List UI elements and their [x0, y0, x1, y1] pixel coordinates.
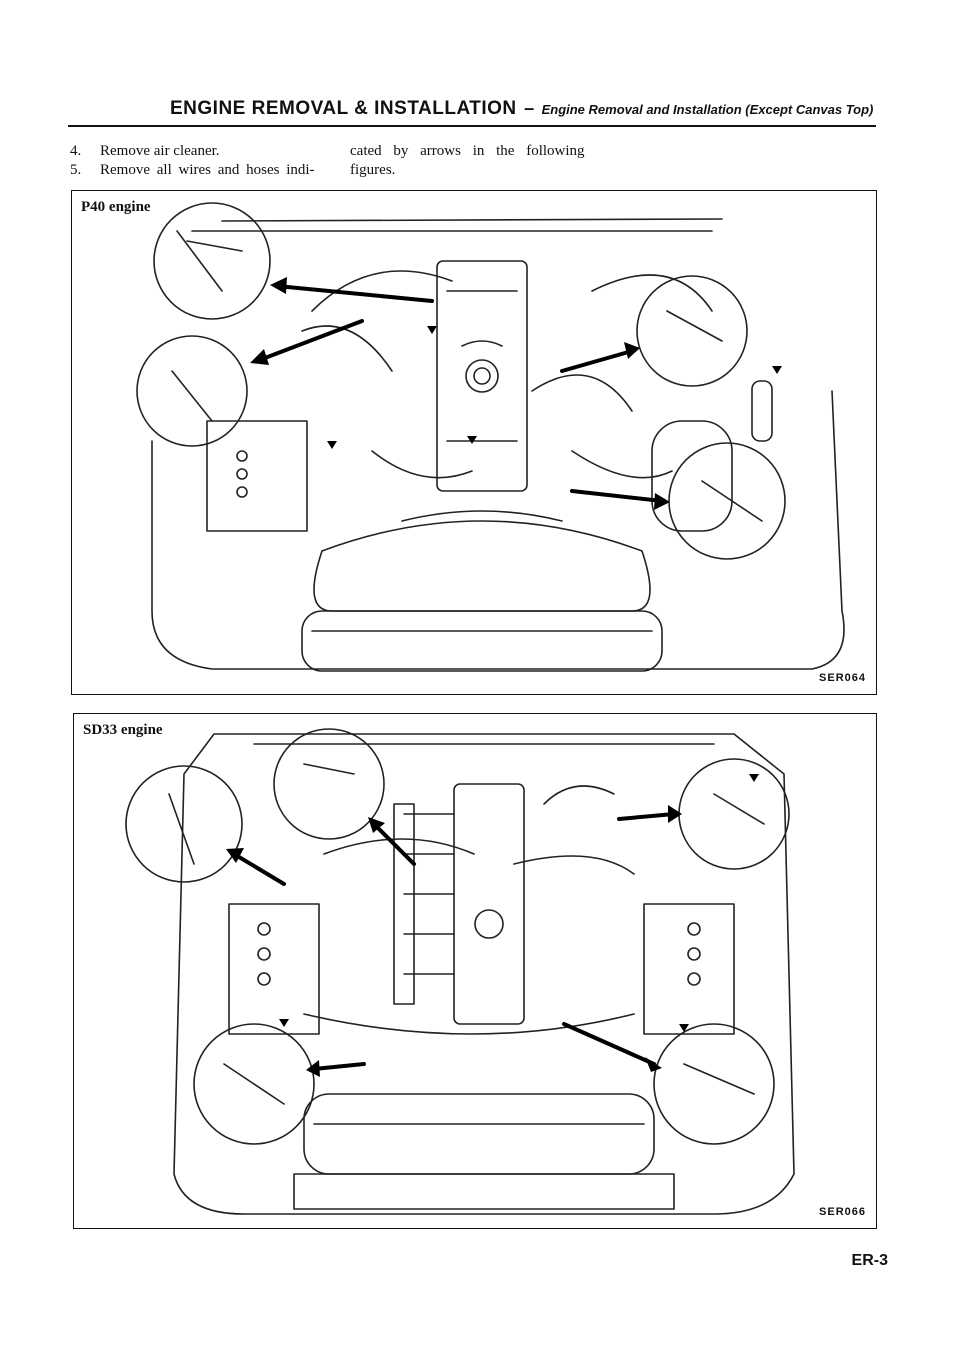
page-number: ER-3	[851, 1252, 888, 1269]
figure-p40-engine: P40 engine SER064	[71, 190, 877, 695]
title-separator: –	[524, 98, 535, 118]
step-5-text: Remove all wires and hoses indi-	[100, 162, 315, 178]
step-5-continued-1: cated by arrows in the following	[350, 143, 585, 159]
figure-label: P40 engine	[78, 199, 154, 216]
figure-label: SD33 engine	[80, 722, 166, 739]
step-5-continued-2: figures.	[350, 162, 396, 178]
step-5: 5. Remove all wires and hoses indi-	[70, 162, 315, 179]
header-rule	[68, 125, 876, 127]
figure-code: SER064	[819, 672, 866, 684]
figure-code: SER066	[819, 1206, 866, 1218]
step-4-number: 4.	[70, 143, 82, 159]
sd33-engine-illustration	[125, 728, 795, 1215]
step-4-text: Remove air cleaner.	[100, 143, 220, 159]
section-title: ENGINE REMOVAL & INSTALLATION	[170, 98, 517, 119]
step-5-number: 5.	[70, 162, 82, 178]
section-subtitle: Engine Removal and Installation (Except …	[541, 102, 874, 117]
p40-engine-illustration	[136, 202, 845, 672]
page-header: ENGINE REMOVAL & INSTALLATION – Engine R…	[170, 98, 880, 126]
step-4: 4. Remove air cleaner.	[70, 143, 220, 160]
figure-sd33-engine: SD33 engine SER066	[73, 713, 877, 1229]
